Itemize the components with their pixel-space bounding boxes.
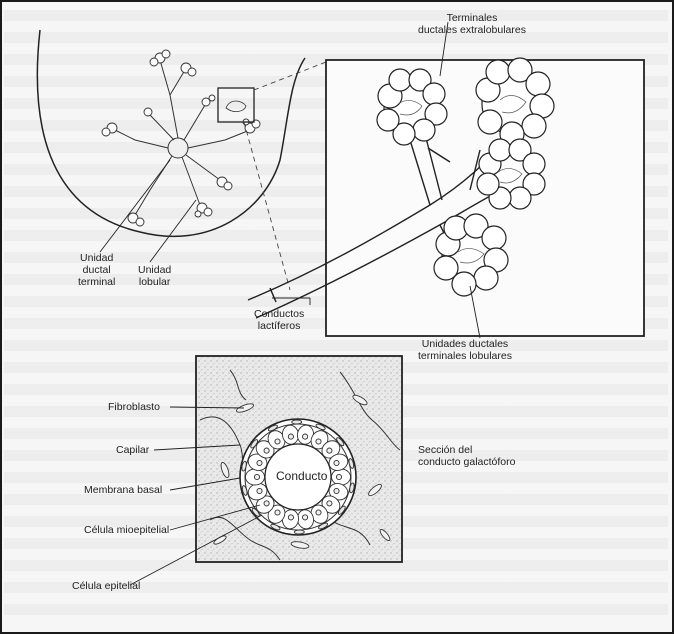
label-conductos-lactiferos: Conductos lactíferos bbox=[254, 308, 304, 332]
cell-nucleus bbox=[303, 434, 308, 439]
cell-nucleus bbox=[275, 439, 280, 444]
label-conducto: Conducto bbox=[276, 470, 327, 482]
projection-line-top bbox=[254, 62, 326, 90]
cell-nucleus bbox=[316, 510, 321, 515]
breast-outline bbox=[37, 30, 305, 236]
label-fibroblasto: Fibroblasto bbox=[108, 401, 160, 413]
cell-nucleus bbox=[264, 501, 269, 506]
label-unidades-ductales-lobulares: Unidades ductales terminales lobulares bbox=[418, 338, 512, 362]
myoepithelial-cell bbox=[294, 530, 304, 534]
label-unidad-lobular: Unidad lobular bbox=[138, 264, 171, 288]
myoepithelial-cell bbox=[292, 420, 302, 424]
label-celula-epitelial: Célula epitelial bbox=[72, 580, 140, 592]
cell-nucleus bbox=[316, 439, 321, 444]
magnification-box bbox=[218, 88, 254, 122]
cell-nucleus bbox=[257, 488, 262, 493]
label-capilar: Capilar bbox=[116, 444, 149, 456]
cell-nucleus bbox=[257, 460, 262, 465]
cell-nucleus bbox=[254, 474, 259, 479]
label-celula-mioepitelial: Célula mioepitelial bbox=[84, 524, 169, 536]
cell-nucleus bbox=[327, 448, 332, 453]
cell-nucleus bbox=[288, 434, 293, 439]
cell-nucleus bbox=[334, 488, 339, 493]
cell-nucleus bbox=[264, 448, 269, 453]
cell-nucleus bbox=[303, 515, 308, 520]
label-unidad-ductal-terminal: Unidad ductal terminal bbox=[78, 252, 115, 288]
duct-tree bbox=[115, 60, 250, 215]
label-membrana-basal: Membrana basal bbox=[84, 484, 162, 496]
cell-nucleus bbox=[288, 515, 293, 520]
cell-nucleus bbox=[327, 501, 332, 506]
duct-cut-mark-2 bbox=[270, 288, 276, 302]
cell-nucleus bbox=[336, 474, 341, 479]
label-terminales-ductales: Terminales ductales extralobulares bbox=[418, 12, 526, 36]
label-seccion-conducto-galactoforo: Sección del conducto galactóforo bbox=[418, 444, 515, 468]
cell-nucleus bbox=[334, 460, 339, 465]
cell-nucleus bbox=[275, 510, 280, 515]
